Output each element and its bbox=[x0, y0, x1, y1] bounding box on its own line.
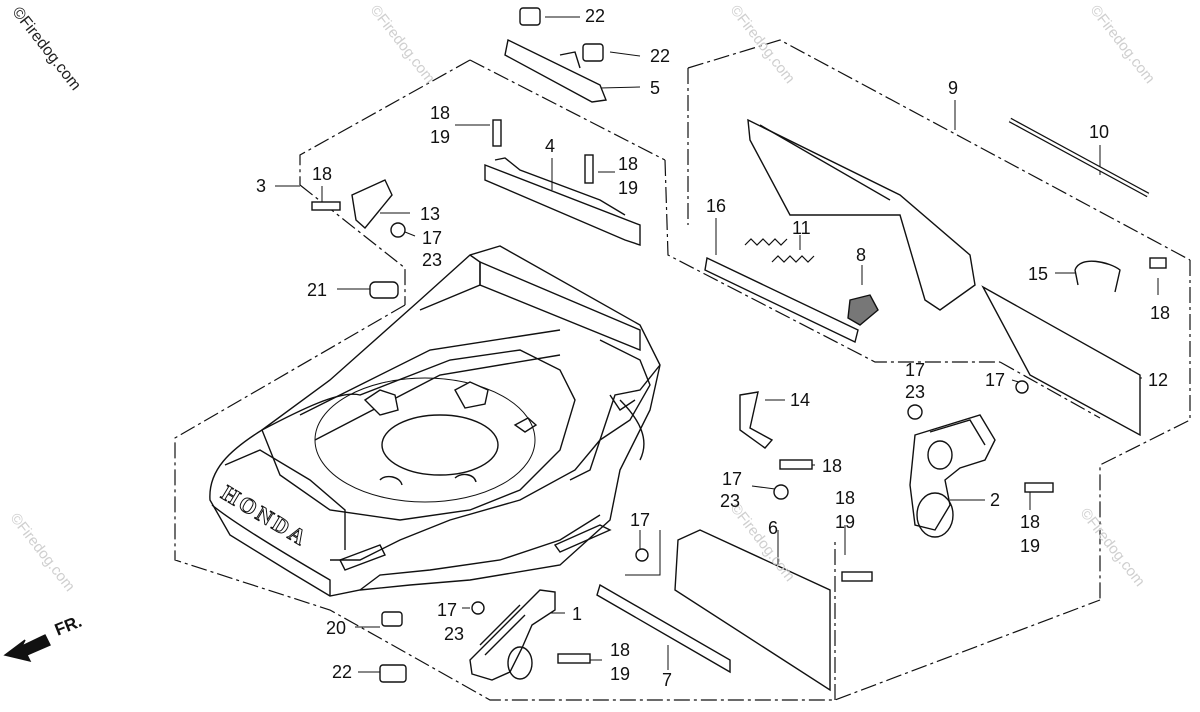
callout-23: 23 bbox=[422, 250, 443, 270]
callout-1: 1 bbox=[572, 604, 583, 624]
flap-plate bbox=[981, 285, 1141, 437]
frame-lines bbox=[174, 39, 1191, 701]
callout-8: 8 bbox=[856, 245, 867, 265]
callout-17: 17 bbox=[905, 360, 926, 380]
callout-22: 22 bbox=[332, 662, 353, 682]
bracket-14 bbox=[739, 391, 774, 449]
callout-7: 7 bbox=[662, 670, 673, 690]
callout-19: 19 bbox=[430, 127, 451, 147]
callout-18: 18 bbox=[1020, 512, 1041, 532]
callout-17: 17 bbox=[985, 370, 1006, 390]
callout-16: 16 bbox=[706, 196, 727, 216]
height-plate-left bbox=[469, 589, 556, 681]
callout-2: 2 bbox=[990, 490, 1001, 510]
callout-17: 17 bbox=[422, 228, 443, 248]
callout-23: 23 bbox=[905, 382, 926, 402]
callout-17: 17 bbox=[630, 510, 651, 530]
callout-23: 23 bbox=[444, 624, 465, 644]
callout-5: 5 bbox=[650, 78, 661, 98]
bracket-13 bbox=[351, 179, 393, 230]
callout-3: 3 bbox=[256, 176, 267, 196]
hardware bbox=[311, 7, 1167, 683]
callout-12: 12 bbox=[1148, 370, 1169, 390]
callout-23: 23 bbox=[720, 491, 741, 511]
callout-9: 9 bbox=[948, 78, 959, 98]
callout-19: 19 bbox=[618, 178, 639, 198]
callout-6: 6 bbox=[768, 518, 779, 538]
callout-17: 17 bbox=[437, 600, 458, 620]
callout-13: 13 bbox=[420, 204, 441, 224]
front-arrow-icon bbox=[3, 634, 51, 663]
clip bbox=[847, 294, 879, 326]
mower-deck bbox=[209, 245, 661, 597]
springs bbox=[744, 238, 815, 263]
rail bbox=[596, 583, 731, 674]
callout-11: 11 bbox=[792, 218, 811, 238]
callout-18: 18 bbox=[430, 103, 451, 123]
callout-17: 17 bbox=[722, 469, 743, 489]
callout-14: 14 bbox=[790, 390, 811, 410]
callout-18: 18 bbox=[822, 456, 843, 476]
strip-plate bbox=[704, 256, 859, 344]
callout-20: 20 bbox=[326, 618, 347, 638]
callout-4: 4 bbox=[545, 136, 556, 156]
rear-bracket bbox=[484, 157, 641, 246]
callout-22: 22 bbox=[650, 46, 671, 66]
callout-19: 19 bbox=[835, 512, 856, 532]
callout-19: 19 bbox=[610, 664, 631, 684]
callout-22: 22 bbox=[585, 6, 606, 26]
callout-10: 10 bbox=[1089, 122, 1110, 142]
handle bbox=[1074, 260, 1121, 293]
callout-19: 19 bbox=[1020, 536, 1041, 556]
callout-18: 18 bbox=[610, 640, 631, 660]
rear-deflector bbox=[747, 118, 976, 311]
callout-21: 21 bbox=[307, 280, 328, 300]
callout-18: 18 bbox=[1150, 303, 1171, 323]
callout-18: 18 bbox=[618, 154, 639, 174]
side-skirt bbox=[674, 529, 831, 692]
hinge-bracket bbox=[504, 38, 607, 103]
callout-18: 18 bbox=[835, 488, 856, 508]
callout-18: 18 bbox=[312, 164, 333, 184]
callout-15: 15 bbox=[1028, 264, 1049, 284]
height-plate-right bbox=[909, 414, 996, 538]
